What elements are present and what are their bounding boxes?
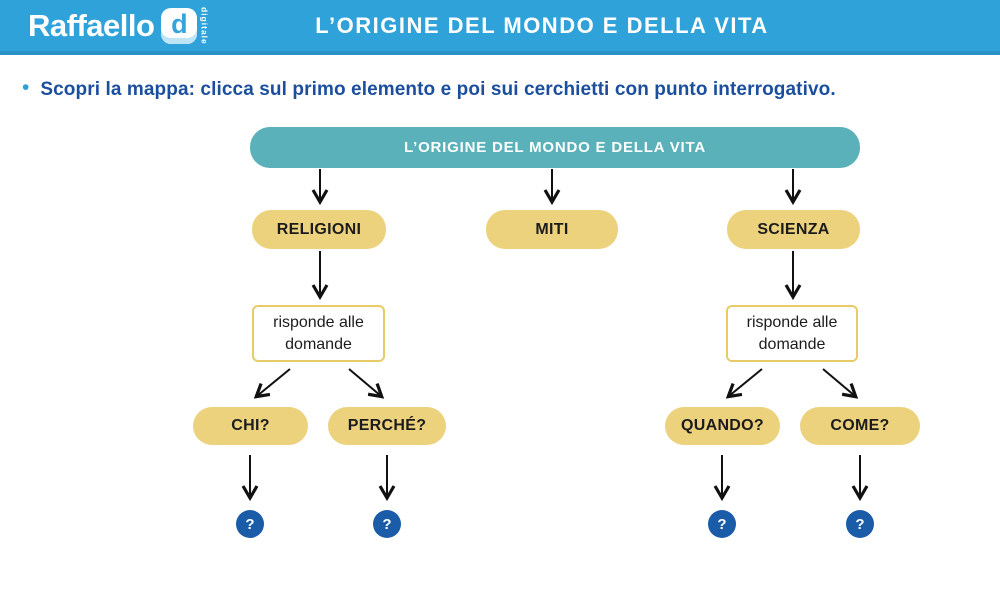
instruction-text: Scopri la mappa: clicca sul primo elemen… bbox=[40, 79, 836, 100]
app-header: Raffaello d digitale L’ORIGINE DEL MONDO… bbox=[0, 0, 1000, 55]
brand-name: Raffaello bbox=[28, 7, 155, 43]
page-title: L’ORIGINE DEL MONDO E DELLA VITA bbox=[315, 12, 769, 38]
map-node-religioni-sub: risponde alle domande bbox=[252, 305, 385, 362]
badge-subtext: digitale bbox=[199, 6, 210, 45]
map-node-scienza: SCIENZA bbox=[727, 210, 860, 249]
map-node-perche: PERCHÉ? bbox=[328, 407, 446, 445]
map-node-religioni: RELIGIONI bbox=[252, 210, 386, 249]
arrow-sub-to-chi bbox=[253, 368, 291, 399]
map-node-miti: MITI bbox=[486, 210, 618, 249]
question-circle-quando[interactable]: ? bbox=[708, 510, 736, 538]
badge-letter: d bbox=[171, 9, 188, 39]
brand-logo: Raffaello d digitale bbox=[28, 0, 209, 51]
instruction-bar: • Scopri la mappa: clicca sul primo elem… bbox=[22, 76, 978, 101]
map-node-scienza-sub: risponde alle domande bbox=[726, 305, 858, 362]
map-node-come: COME? bbox=[800, 407, 920, 445]
bullet-icon: • bbox=[22, 76, 30, 99]
map-node-chi: CHI? bbox=[193, 407, 308, 445]
map-node-root[interactable]: L’ORIGINE DEL MONDO E DELLA VITA bbox=[250, 127, 860, 168]
map-node-quando: QUANDO? bbox=[665, 407, 780, 445]
question-circle-come[interactable]: ? bbox=[846, 510, 874, 538]
question-circle-perche[interactable]: ? bbox=[373, 510, 401, 538]
arrow-sub-to-perche bbox=[348, 368, 385, 399]
question-circle-chi[interactable]: ? bbox=[236, 510, 264, 538]
arrow-sub-to-quando bbox=[725, 368, 763, 399]
arrow-sub-to-come bbox=[822, 368, 859, 399]
brand-badge-icon: d bbox=[161, 7, 198, 44]
